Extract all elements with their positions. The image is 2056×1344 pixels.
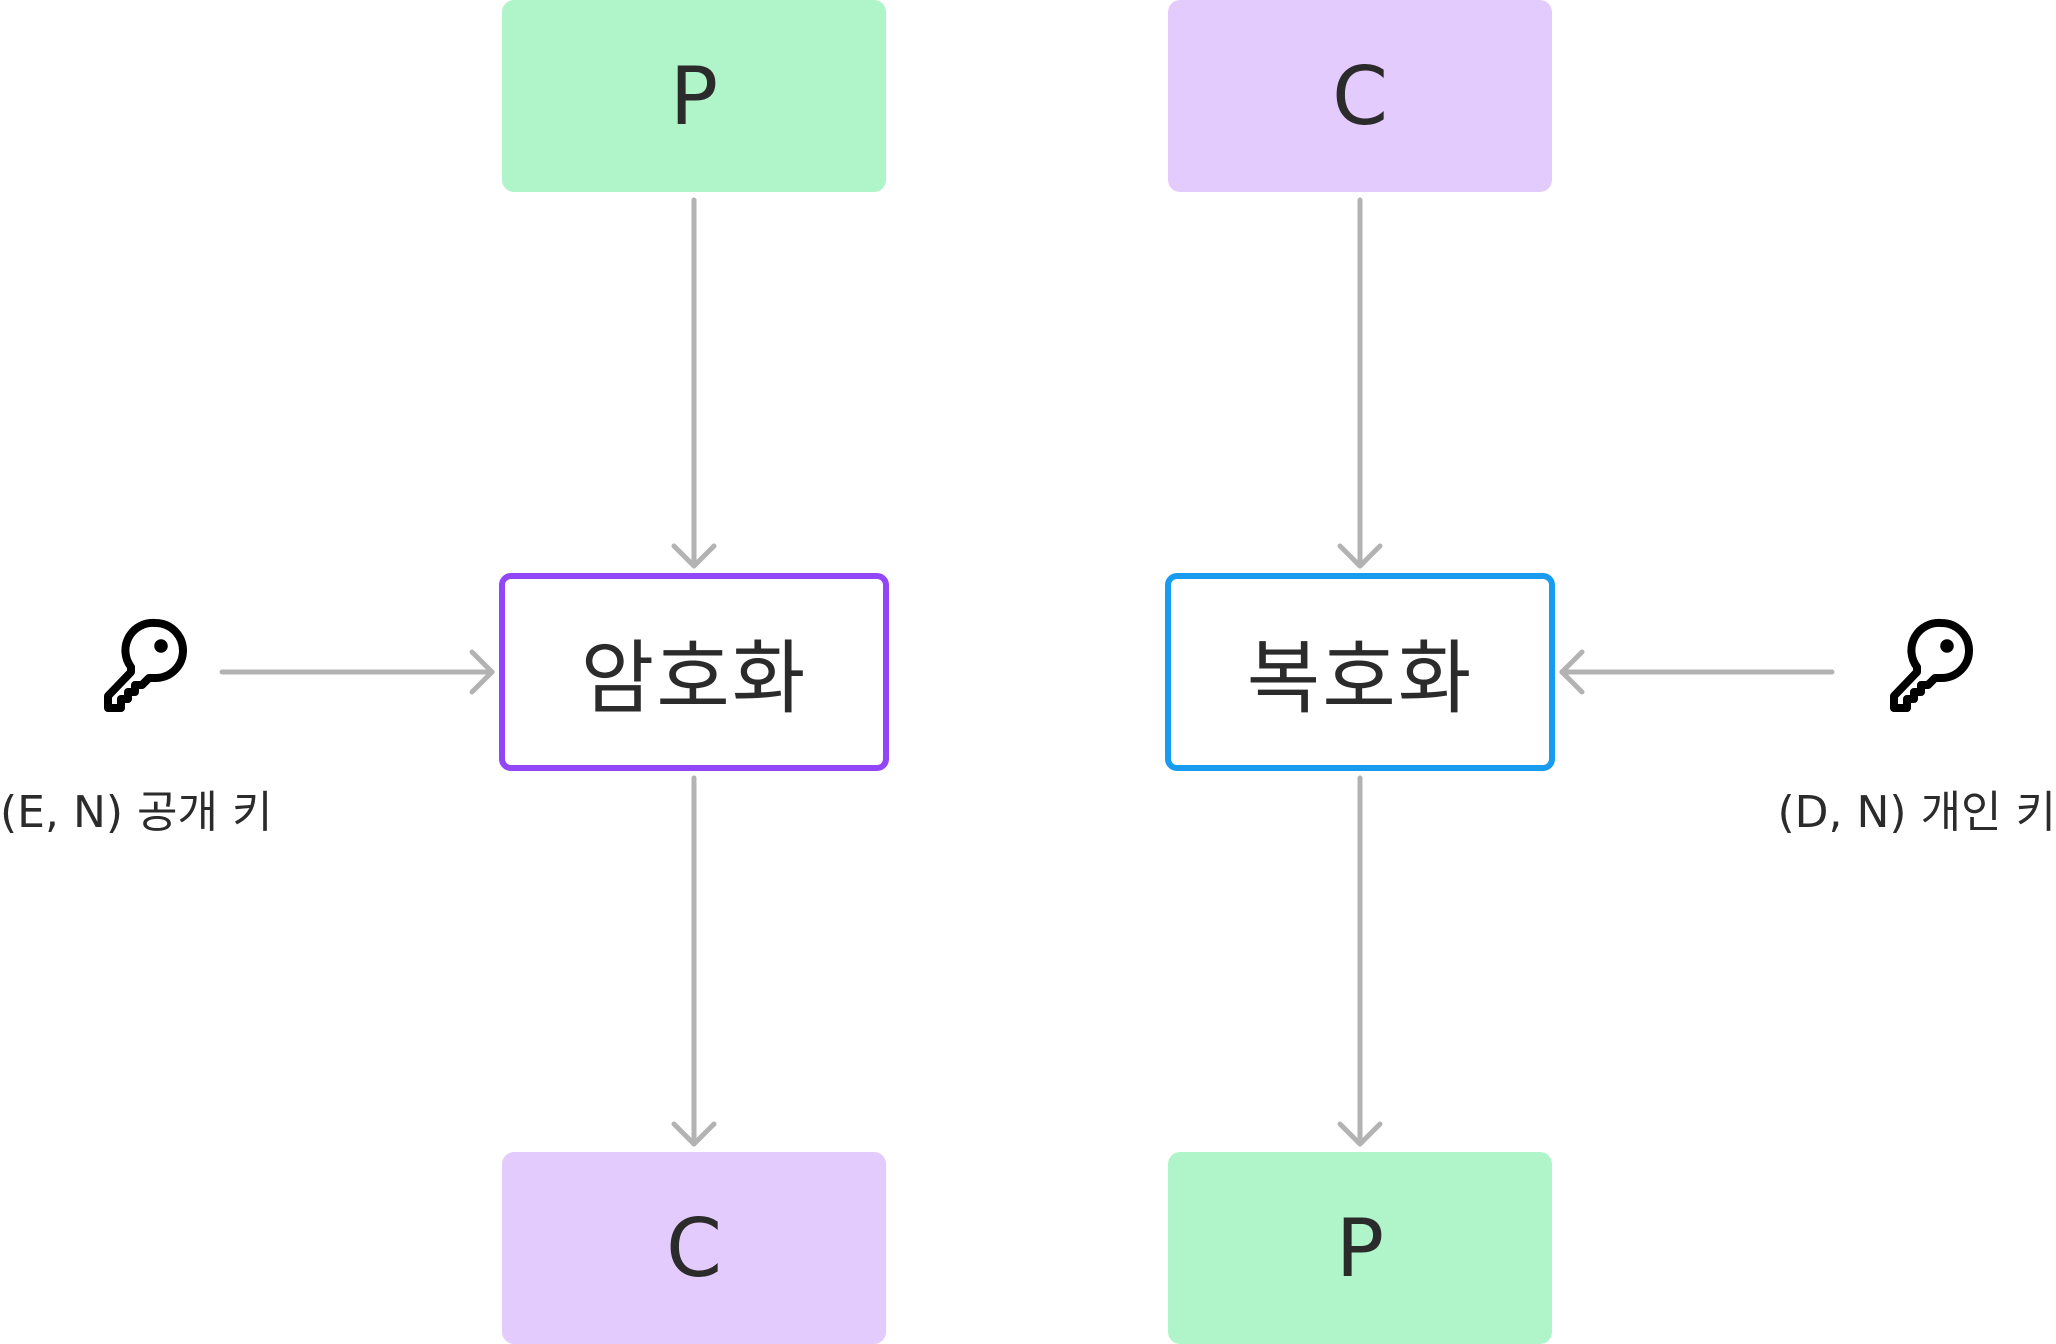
arrow-public-key-to-encrypt (219, 649, 495, 695)
encrypt-process-label: 암호화 (580, 632, 808, 725)
public-key-label: (E, N) 공개 키 (0, 787, 273, 838)
plaintext-input-box: P (502, 0, 886, 192)
encrypt-process-box: 암호화 (499, 573, 889, 771)
arrow-encrypt-to-ciphertext (671, 775, 717, 1147)
arrow-decrypt-to-plaintext (1337, 775, 1383, 1147)
plaintext-output-label: P (1335, 1201, 1385, 1295)
ciphertext-output-box: C (502, 1152, 886, 1344)
arrow-private-key-to-decrypt (1559, 649, 1835, 695)
key-icon (1890, 618, 1973, 712)
arrow-ciphertext-to-decrypt (1337, 197, 1383, 569)
arrow-plaintext-to-encrypt (671, 197, 717, 569)
ciphertext-input-label: C (1332, 49, 1388, 143)
ciphertext-input-box: C (1168, 0, 1552, 192)
private-key-label: (D, N) 개인 키 (1777, 787, 2056, 838)
key-icon (104, 618, 187, 712)
plaintext-input-label: P (669, 49, 719, 143)
ciphertext-output-label: C (666, 1201, 722, 1295)
plaintext-output-box: P (1168, 1152, 1552, 1344)
decrypt-process-box: 복호화 (1165, 573, 1555, 771)
decrypt-process-label: 복호화 (1246, 632, 1474, 725)
